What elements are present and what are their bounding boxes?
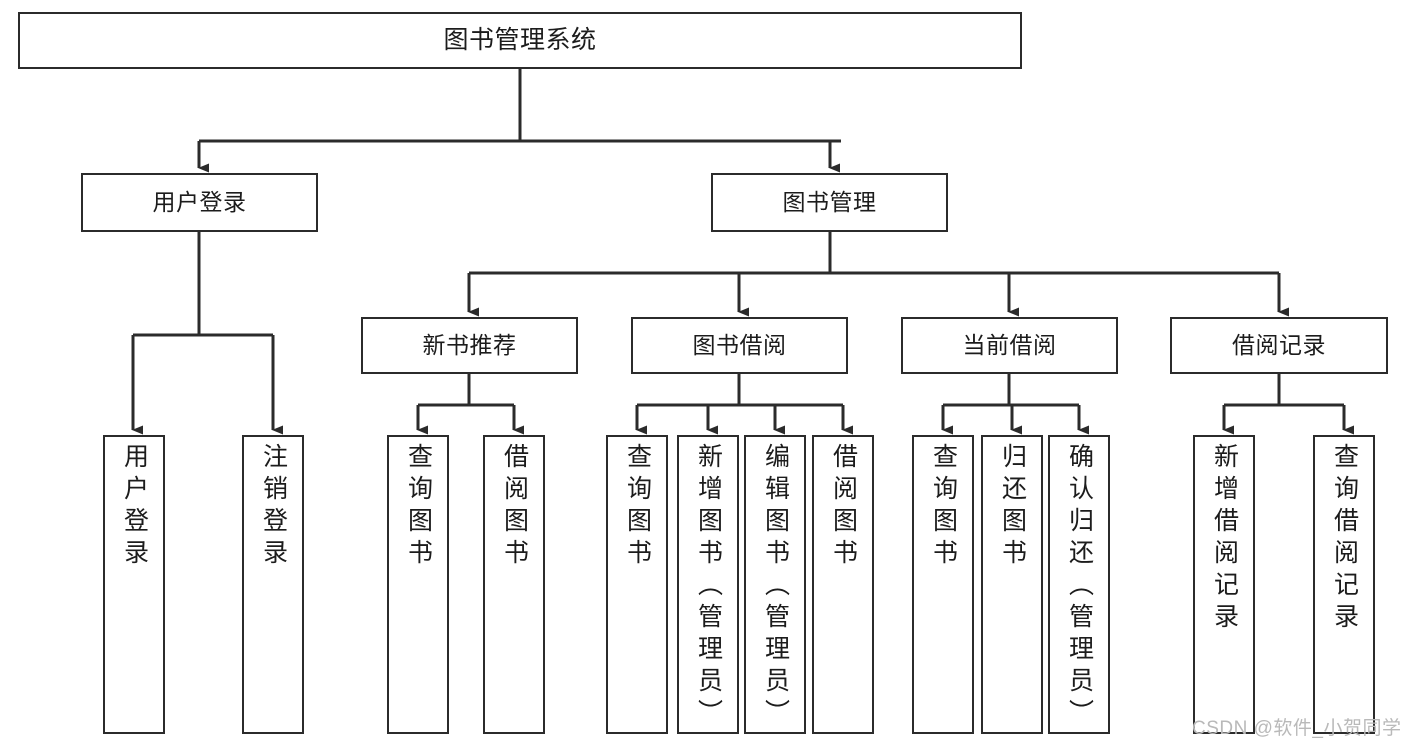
leaf-add-borrow-record-label: 新增借阅记录	[1210, 443, 1239, 635]
leaf-add-book-admin[interactable]: 新增图书（管理员）	[677, 435, 739, 734]
leaf-confirm-return-admin-label: 确认归还（管理员）	[1065, 443, 1094, 731]
leaf-borrow-book-rec[interactable]: 借阅图书	[483, 435, 545, 734]
leaf-return-book-label: 归还图书	[998, 443, 1027, 571]
leaf-logout-label: 注销登录	[259, 443, 288, 571]
leaf-query-borrow-record-label: 查询借阅记录	[1330, 443, 1359, 635]
leaf-return-book[interactable]: 归还图书	[981, 435, 1043, 734]
node-current-borrow-label: 当前借阅	[962, 332, 1057, 359]
leaf-add-borrow-record[interactable]: 新增借阅记录	[1193, 435, 1255, 734]
leaf-query-book-current[interactable]: 查询图书	[912, 435, 974, 734]
leaf-logout[interactable]: 注销登录	[242, 435, 304, 734]
node-user-login[interactable]: 用户登录	[81, 173, 318, 232]
leaf-query-borrow-record[interactable]: 查询借阅记录	[1313, 435, 1375, 734]
leaf-confirm-return-admin[interactable]: 确认归还（管理员）	[1048, 435, 1110, 734]
leaf-user-login-label: 用户登录	[120, 443, 149, 571]
node-root-label: 图书管理系统	[443, 26, 597, 54]
node-book-management[interactable]: 图书管理	[711, 173, 948, 232]
node-book-borrow-label: 图书借阅	[692, 332, 787, 359]
leaf-query-book-rec-label: 查询图书	[404, 443, 433, 571]
leaf-edit-book-admin-label: 编辑图书（管理员）	[761, 443, 790, 731]
node-borrow-record[interactable]: 借阅记录	[1170, 317, 1388, 374]
leaf-user-login[interactable]: 用户登录	[103, 435, 165, 734]
node-user-login-label: 用户登录	[152, 189, 247, 216]
node-book-management-label: 图书管理	[782, 189, 877, 216]
node-root-system[interactable]: 图书管理系统	[18, 12, 1022, 69]
node-new-book-recommendation-label: 新书推荐	[422, 332, 517, 359]
leaf-query-book-borrow-label: 查询图书	[623, 443, 652, 571]
watermark-csdn: CSDN @软件_小贺同学	[1192, 718, 1402, 739]
leaf-add-book-admin-label: 新增图书（管理员）	[694, 443, 723, 731]
node-current-borrow[interactable]: 当前借阅	[901, 317, 1118, 374]
node-new-book-recommendation[interactable]: 新书推荐	[361, 317, 578, 374]
node-borrow-record-label: 借阅记录	[1232, 332, 1326, 359]
leaf-borrow-book-label: 借阅图书	[829, 443, 858, 571]
leaf-borrow-book-rec-label: 借阅图书	[500, 443, 529, 571]
node-book-borrow[interactable]: 图书借阅	[631, 317, 848, 374]
leaf-borrow-book[interactable]: 借阅图书	[812, 435, 874, 734]
leaf-query-book-current-label: 查询图书	[929, 443, 958, 571]
leaf-edit-book-admin[interactable]: 编辑图书（管理员）	[744, 435, 806, 734]
leaf-query-book-rec[interactable]: 查询图书	[387, 435, 449, 734]
leaf-query-book-borrow[interactable]: 查询图书	[606, 435, 668, 734]
